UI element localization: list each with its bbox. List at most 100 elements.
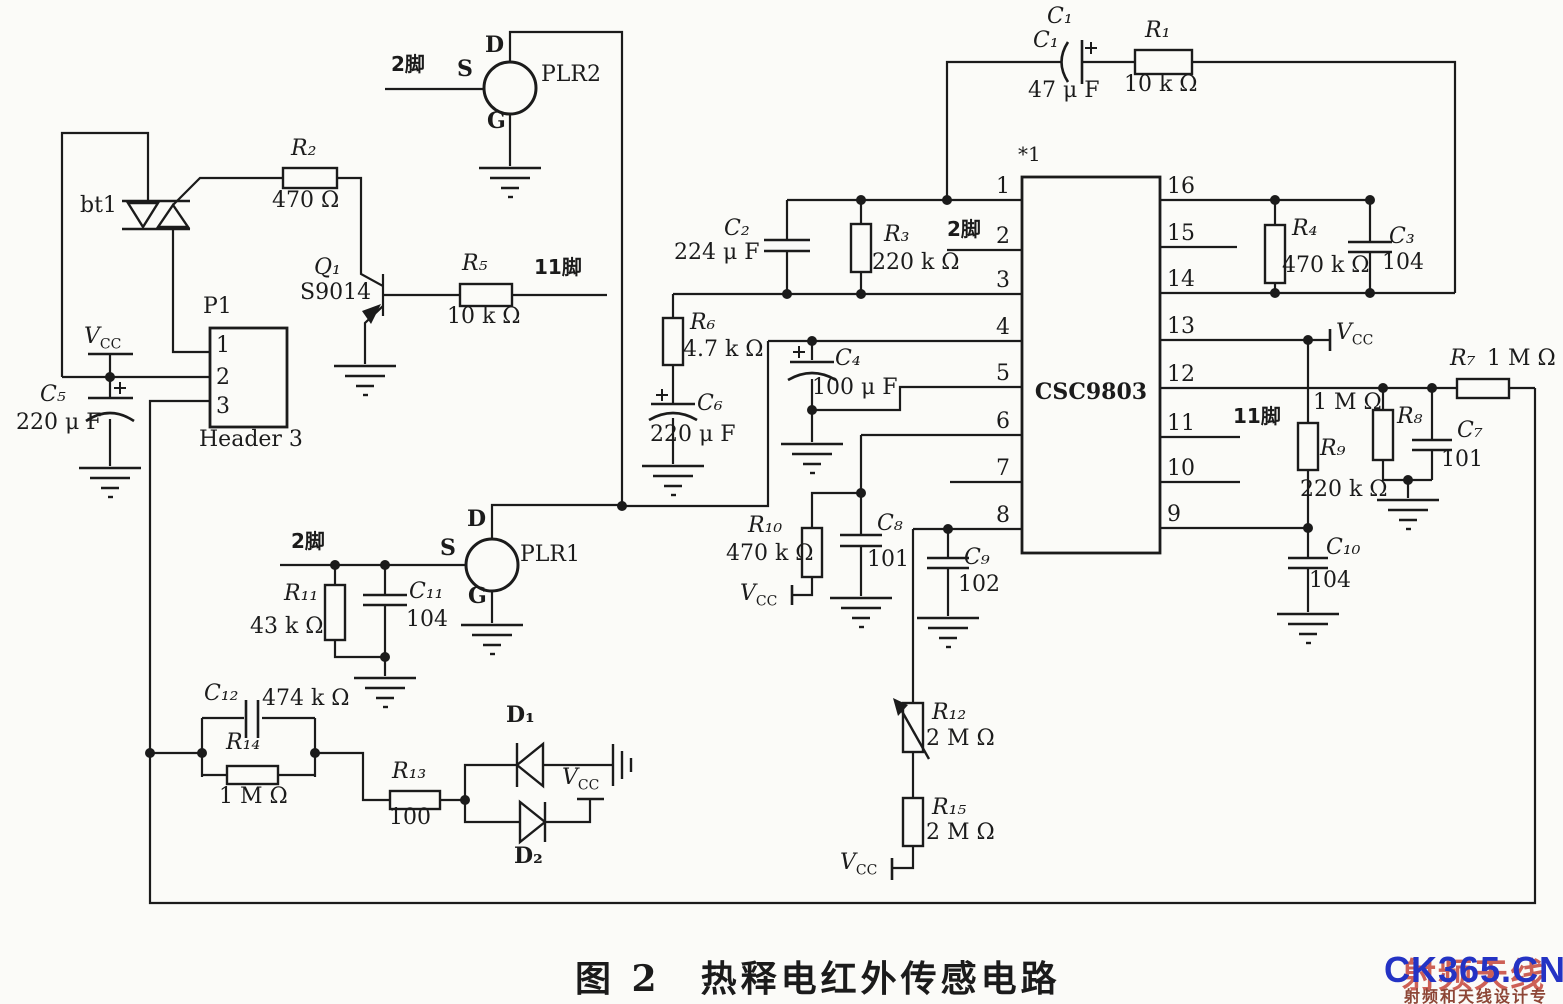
- pin-tag-r5: 11脚: [534, 255, 582, 279]
- resistor-r7: [1455, 377, 1511, 400]
- plr1-body: [464, 537, 520, 593]
- c11-value: 104: [406, 607, 448, 632]
- c11-ref: C₁₁: [409, 579, 444, 604]
- header-ref: P1: [203, 294, 232, 319]
- ic-pin-7: 7: [996, 456, 1010, 481]
- ic-pin-15: 15: [1167, 221, 1195, 246]
- r5-ref: R₅: [462, 251, 488, 276]
- r7-ref: R₇: [1450, 346, 1476, 371]
- cap-c12: [244, 700, 260, 738]
- c6-ref: C₆: [697, 391, 723, 416]
- ic-pin-1: 1: [996, 174, 1010, 199]
- cap-c6: [648, 389, 698, 422]
- c9-value: 102: [958, 572, 1000, 597]
- ic-pin-8: 8: [996, 503, 1010, 528]
- sensor-bodies: [464, 60, 538, 593]
- vcc-label-r10: VCC: [740, 581, 778, 610]
- r11-value: 43 k Ω: [250, 614, 324, 639]
- c8-value: 101: [867, 547, 909, 572]
- r6-ref: R₆: [690, 310, 716, 335]
- c1-value: 47 μ F: [1028, 78, 1100, 103]
- plr2-g-label: G: [487, 108, 506, 134]
- ic-csc9803-body: [1020, 175, 1162, 555]
- cap-c8: [840, 533, 882, 548]
- ic-pin-3: 3: [996, 268, 1010, 293]
- c12-ref: C₁₂: [204, 681, 239, 706]
- header-pin-1: 1: [216, 333, 230, 358]
- plr2-d-label: D: [485, 32, 505, 58]
- ic-pin-4: 4: [996, 315, 1010, 340]
- watermark-overlay: 射频天线网: [1402, 957, 1546, 995]
- capacitors: [85, 40, 1452, 738]
- cap-c1: [1060, 40, 1097, 84]
- c2-value: 224 μ F: [674, 240, 760, 265]
- r9-ref: R₉: [1320, 436, 1346, 461]
- cap-c11: [363, 593, 407, 607]
- r2-ref: R₂: [291, 136, 317, 161]
- ic-pin-6: 6: [996, 409, 1010, 434]
- cap-c9: [927, 556, 969, 570]
- header-pin-3: 3: [216, 394, 230, 419]
- ic-pin-2: 2: [996, 224, 1010, 249]
- battery-icon: [611, 744, 633, 786]
- pot-arrow: [897, 705, 931, 760]
- r15-ref: R₁₅: [932, 795, 967, 820]
- watermark-tagline: 射频和天线设计专家: [1404, 987, 1549, 1004]
- c1-ref-dup: C₁: [1033, 28, 1059, 53]
- c7-ref: C₇: [1457, 418, 1483, 443]
- c5-ref: C₅: [40, 382, 66, 407]
- r14-value: 1 M Ω: [219, 784, 288, 809]
- ic-pin-10: 10: [1167, 456, 1195, 481]
- vcc-label-pin13: VCC: [1336, 320, 1374, 349]
- c6-value: 220 μ F: [650, 422, 736, 447]
- header-name: Header 3: [199, 427, 303, 452]
- vcc-label-c5: VCC: [84, 324, 122, 353]
- r4-value: 470 k Ω: [1282, 253, 1370, 278]
- plr2-s-label: S: [457, 56, 473, 82]
- header-p1-body: [208, 326, 289, 429]
- pin-tag-plr1: 2脚: [291, 529, 325, 553]
- resistor-r10: [800, 526, 824, 579]
- r1-ref: R₁: [1145, 18, 1171, 43]
- resistor-r5: [458, 282, 514, 308]
- plr1-d-label: D: [467, 506, 487, 532]
- c8-ref: C₈: [877, 511, 903, 536]
- c3-value: 104: [1382, 250, 1424, 275]
- d1-ref: D₁: [506, 702, 535, 728]
- watermark-logo: CK365.CN: [1384, 949, 1563, 990]
- vcc-label-d2: VCC: [562, 765, 600, 794]
- diode-d2: [518, 799, 547, 845]
- ic-pin-13: 13: [1167, 314, 1195, 339]
- plr2-name: PLR2: [541, 62, 601, 87]
- c4-ref: C₄: [835, 346, 861, 371]
- r4-ref: R₄: [1292, 216, 1318, 241]
- resistor-r9: [1296, 421, 1320, 472]
- resistor-r15: [901, 796, 925, 848]
- plr1-name: PLR1: [520, 542, 580, 567]
- c1-ref: C₁: [1047, 4, 1073, 29]
- cap-c7: [1412, 438, 1452, 452]
- cap-c10: [1288, 556, 1328, 570]
- resistor-r14: [225, 764, 280, 786]
- ic-pin-14: 14: [1167, 267, 1195, 292]
- r9-value: 220 k Ω: [1300, 477, 1388, 502]
- resistor-r6: [661, 316, 685, 367]
- q1-part: S9014: [300, 280, 372, 305]
- r10-value: 470 k Ω: [726, 541, 814, 566]
- r8-ref: R₈: [1397, 404, 1423, 429]
- resistor-r13: [388, 789, 442, 811]
- vcc-label-r15: VCC: [840, 850, 878, 879]
- triac-bt1: [122, 199, 191, 231]
- c5-value: 220 μ F: [16, 410, 102, 435]
- ic-note: *1: [1018, 142, 1041, 166]
- diodes: [515, 741, 633, 845]
- ic-pin-9: 9: [1167, 502, 1181, 527]
- r3-ref: R₃: [884, 222, 910, 247]
- c2-ref: C₂: [724, 216, 750, 241]
- ic-pin-16: 16: [1167, 174, 1195, 199]
- r12-ref: R₁₂: [932, 700, 967, 725]
- r14-ref: R₁₄: [226, 730, 261, 755]
- vcc-marks: [88, 329, 1332, 880]
- resistors: [225, 48, 1511, 848]
